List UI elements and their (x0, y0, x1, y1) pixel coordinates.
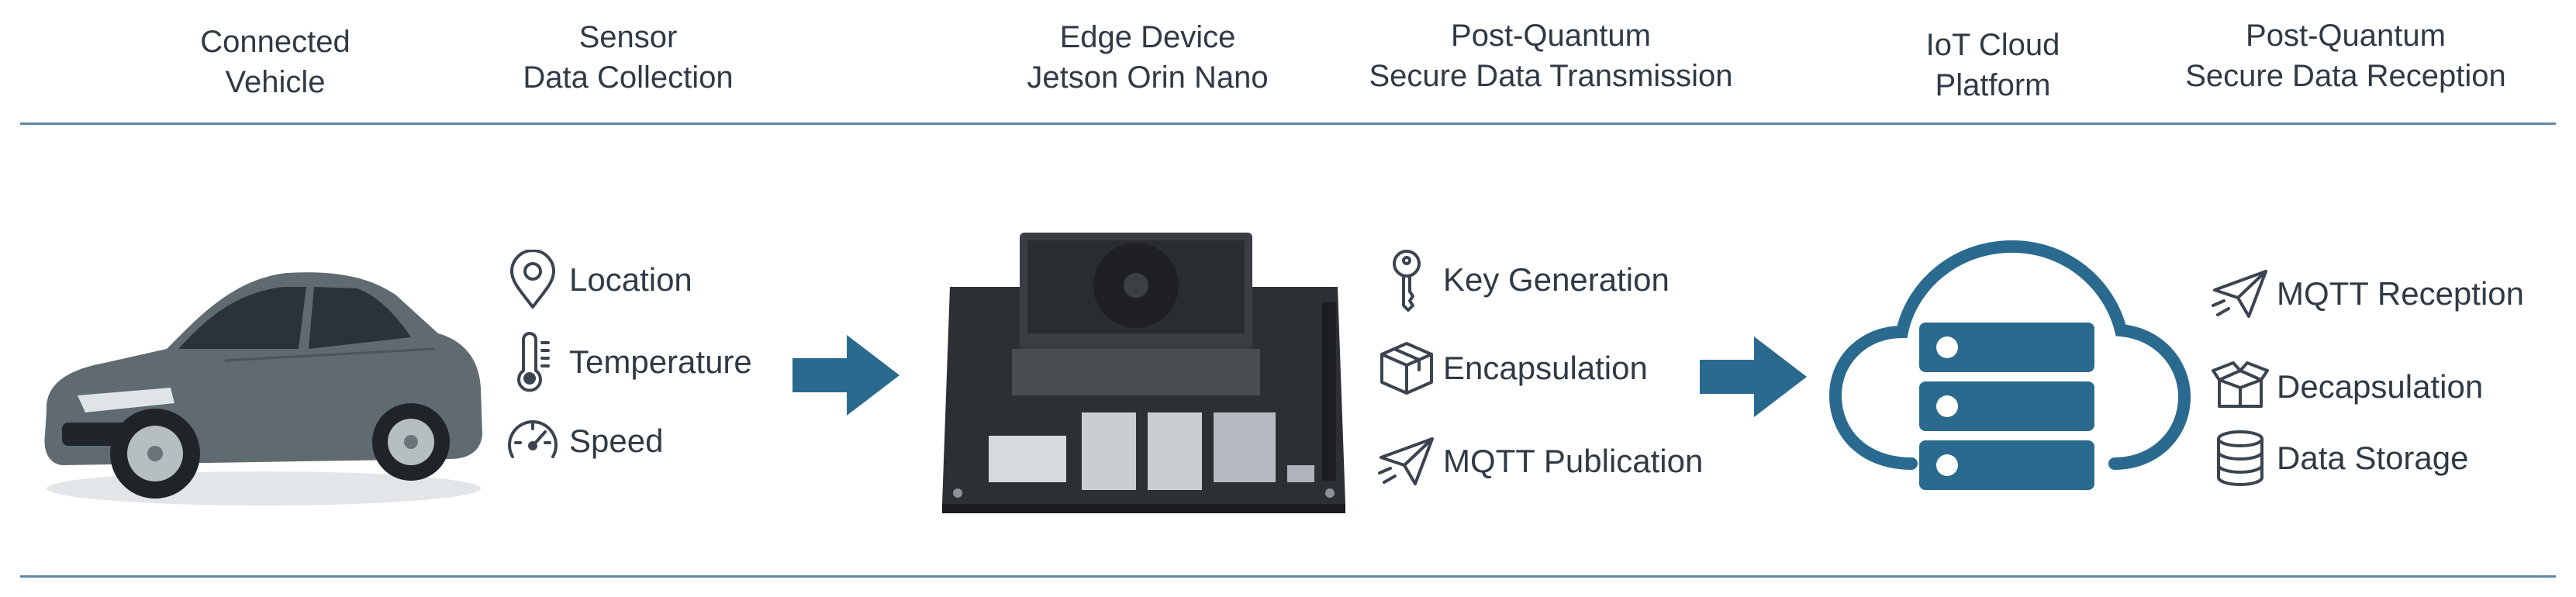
header-pq-transmission: Post-Quantum Secure Data Transmission (1369, 19, 1733, 93)
rx-item-mqtt-reception: MQTT Reception (2210, 264, 2524, 324)
flow-arrow-edge-to-cloud (1700, 336, 1807, 417)
key-icon (1376, 250, 1437, 312)
location-pin-icon (502, 250, 563, 310)
cloud-server-icon (1826, 231, 2191, 502)
open-box-icon (2210, 357, 2270, 417)
header-edge-device: Edge Device Jetson Orin Nano (1027, 20, 1269, 95)
vehicle-illustration (31, 233, 489, 512)
sensor-item-speed: Speed (502, 411, 663, 471)
footer-divider (20, 575, 2556, 578)
sensor-item-temperature: Temperature (502, 332, 752, 392)
database-icon (2210, 428, 2270, 488)
thermometer-icon (502, 332, 563, 392)
package-icon (1376, 338, 1437, 399)
tx-item-key-generation: Key Generation (1376, 250, 1670, 312)
header-sensor-data-collection: Sensor Data Collection (523, 20, 734, 95)
paper-plane-icon (2210, 264, 2270, 324)
jetson-orin-nano-board (927, 233, 1361, 519)
header-pq-reception: Post-Quantum Secure Data Reception (2185, 19, 2506, 93)
tx-item-mqtt-publication: MQTT Publication (1376, 431, 1703, 492)
rx-item-decapsulation: Decapsulation (2210, 357, 2483, 417)
tx-item-encapsulation: Encapsulation (1376, 338, 1648, 399)
flow-arrow-sensor-to-edge (792, 335, 900, 416)
header-iot-cloud: IoT Cloud Platform (1925, 28, 2060, 102)
header-connected-vehicle: Connected Vehicle (200, 25, 350, 99)
sensor-item-location: Location (502, 250, 692, 310)
paper-plane-icon (1376, 431, 1437, 492)
speedometer-icon (502, 411, 563, 471)
header-divider (20, 123, 2556, 125)
rx-item-data-storage: Data Storage (2210, 428, 2469, 488)
